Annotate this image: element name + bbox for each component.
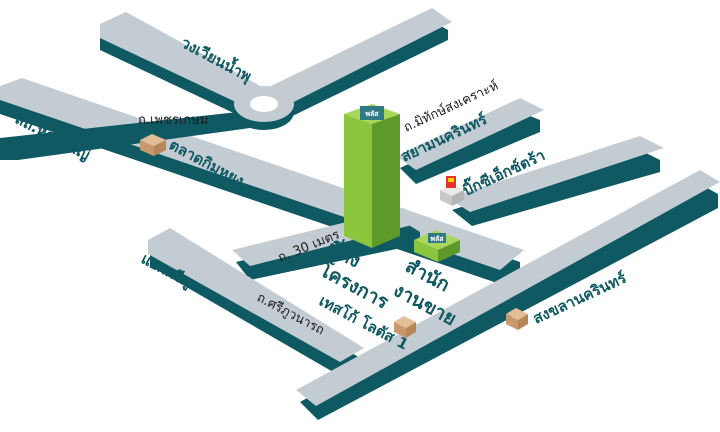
project-logo-badge — [360, 106, 384, 120]
sales-logo-badge — [428, 233, 446, 243]
road-east1 — [396, 98, 544, 170]
road-north — [100, 12, 264, 104]
road-east1-edge — [400, 112, 540, 184]
road-siphuwanat — [148, 228, 364, 362]
landmark-tesco-box — [394, 316, 416, 338]
landmark-kim-yong-box — [140, 134, 166, 156]
big-c-icon — [440, 176, 464, 206]
landmarks — [140, 134, 528, 338]
road-hatyai-edge — [0, 112, 250, 160]
sales-office: พลัส — [414, 230, 460, 262]
road-mittraphap — [246, 8, 452, 114]
project-logo-text: พลัส — [365, 110, 379, 118]
road-south — [296, 170, 720, 406]
roundabout-center — [250, 96, 278, 112]
road-east2-edge — [452, 150, 660, 226]
road-south-edge — [300, 184, 718, 420]
landmark-psu-box — [506, 308, 528, 330]
project-tower: พลัส — [344, 104, 400, 248]
sales-logo-text: พลัส — [430, 235, 444, 243]
label-phetkasem: ถ.เพชรเกษม — [138, 113, 208, 128]
road-east2 — [448, 136, 664, 212]
